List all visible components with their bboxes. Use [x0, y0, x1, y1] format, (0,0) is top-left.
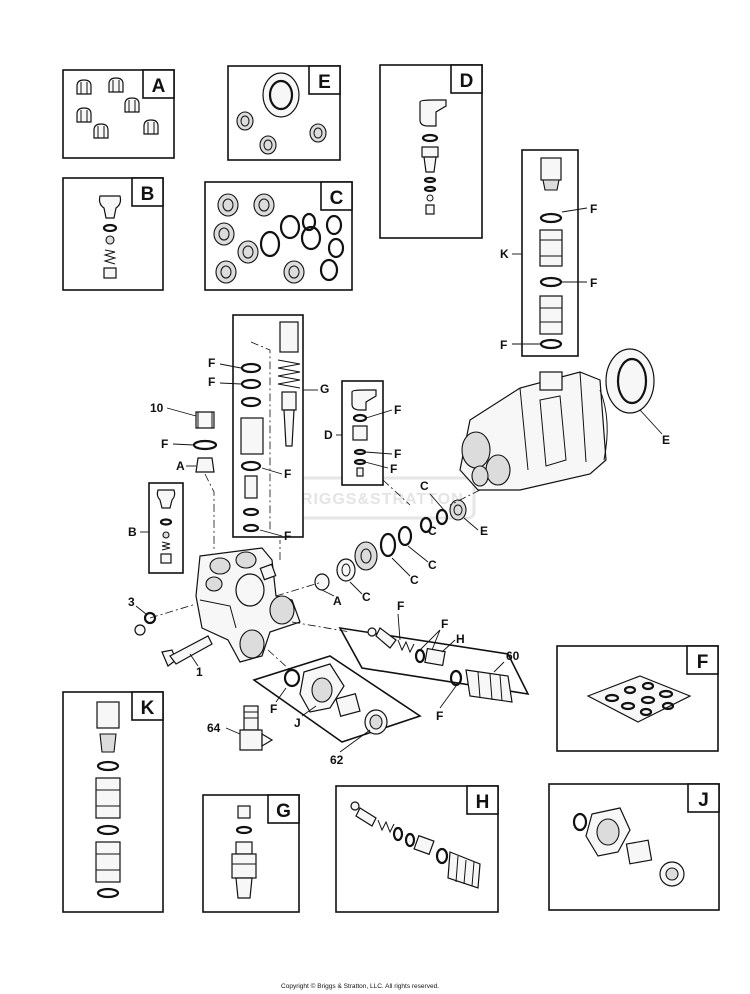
svg-text:F: F [500, 338, 507, 352]
fitting-64 [239, 705, 274, 751]
plug-assembly-h[interactable] [338, 626, 530, 703]
svg-text:BRIGGS&STRATTON: BRIGGS&STRATTON [288, 491, 463, 508]
bolt-1 [161, 635, 213, 667]
svg-text:60: 60 [506, 649, 520, 663]
svg-text:F: F [590, 276, 597, 290]
manifold-head [195, 547, 301, 663]
oring-pack-icon [586, 675, 692, 723]
svg-text:F: F [270, 702, 277, 716]
svg-text:C: C [420, 479, 429, 493]
svg-text:G: G [276, 801, 291, 822]
plug-kit-icon [350, 801, 481, 889]
svg-text:B: B [128, 525, 137, 539]
washer-3 [134, 611, 157, 636]
kit-box-h[interactable]: H [335, 785, 499, 913]
svg-text:F: F [208, 375, 215, 389]
kit-box-g[interactable]: G [202, 794, 300, 913]
svg-text:H: H [456, 632, 465, 646]
svg-text:F: F [390, 462, 397, 476]
svg-text:F: F [397, 599, 404, 613]
svg-text:C: C [410, 573, 419, 587]
svg-text:C: C [428, 524, 437, 538]
svg-text:3: 3 [128, 595, 135, 609]
unloader-assembly-g[interactable] [232, 314, 304, 538]
valve-assembly-b[interactable] [148, 482, 184, 574]
check-valve-kit-icon [95, 701, 121, 899]
kit-box-d[interactable]: D [379, 64, 483, 239]
svg-text:D: D [460, 71, 474, 92]
svg-text:1: 1 [196, 665, 203, 679]
svg-text:F: F [394, 403, 401, 417]
seal-chain [314, 499, 467, 591]
unloader-kit-icon [231, 805, 257, 899]
copyright-text: Copyright © Briggs & Stratton, LLC. All … [281, 982, 439, 990]
svg-text:F: F [697, 652, 709, 673]
large-seal [605, 348, 655, 414]
cap-assembly-j[interactable] [252, 655, 422, 743]
svg-text:64: 64 [207, 721, 221, 735]
kit-box-c[interactable]: C [204, 181, 353, 291]
kit-box-b[interactable]: B [62, 177, 164, 291]
pump-crankcase [459, 371, 608, 491]
plug-10 [192, 411, 218, 473]
svg-text:G: G [320, 382, 329, 396]
svg-text:F: F [436, 709, 443, 723]
kit-box-e[interactable]: E [227, 65, 341, 161]
svg-text:J: J [698, 790, 709, 811]
svg-text:A: A [152, 76, 166, 97]
svg-text:C: C [362, 590, 371, 604]
svg-text:B: B [141, 184, 155, 205]
injector-kit-icon [419, 99, 447, 215]
svg-text:A: A [176, 459, 185, 473]
svg-text:C: C [428, 558, 437, 572]
nut-kit-icon [76, 77, 159, 139]
kit-box-j[interactable]: J [548, 783, 720, 911]
kit-k-assembly[interactable] [521, 149, 579, 357]
valve-kit-icon [98, 195, 122, 279]
injector-assembly-d[interactable] [341, 380, 384, 486]
kit-box-k[interactable]: K [62, 691, 164, 913]
check-valve-stack-icon [539, 157, 563, 350]
kit-box-a[interactable]: A [62, 69, 175, 159]
svg-text:F: F [590, 202, 597, 216]
svg-text:J: J [294, 716, 301, 730]
svg-text:E: E [318, 72, 331, 93]
seal-kit-icon [236, 72, 327, 155]
svg-text:K: K [500, 247, 509, 261]
svg-text:10: 10 [150, 401, 164, 415]
svg-text:F: F [161, 437, 168, 451]
oring-kit-icon [213, 193, 345, 284]
svg-text:C: C [330, 188, 344, 209]
cap-kit-icon [572, 807, 685, 887]
svg-text:K: K [141, 698, 155, 719]
svg-text:A: A [333, 594, 342, 608]
svg-text:E: E [480, 524, 488, 538]
svg-text:62: 62 [330, 753, 344, 767]
svg-text:F: F [208, 356, 215, 370]
svg-text:F: F [441, 617, 448, 631]
svg-text:H: H [476, 792, 490, 813]
svg-text:F: F [284, 467, 291, 481]
svg-text:F: F [394, 447, 401, 461]
kit-box-f[interactable]: F [556, 645, 719, 752]
svg-text:F: F [284, 529, 291, 543]
svg-text:E: E [662, 433, 670, 447]
svg-text:D: D [324, 428, 333, 442]
